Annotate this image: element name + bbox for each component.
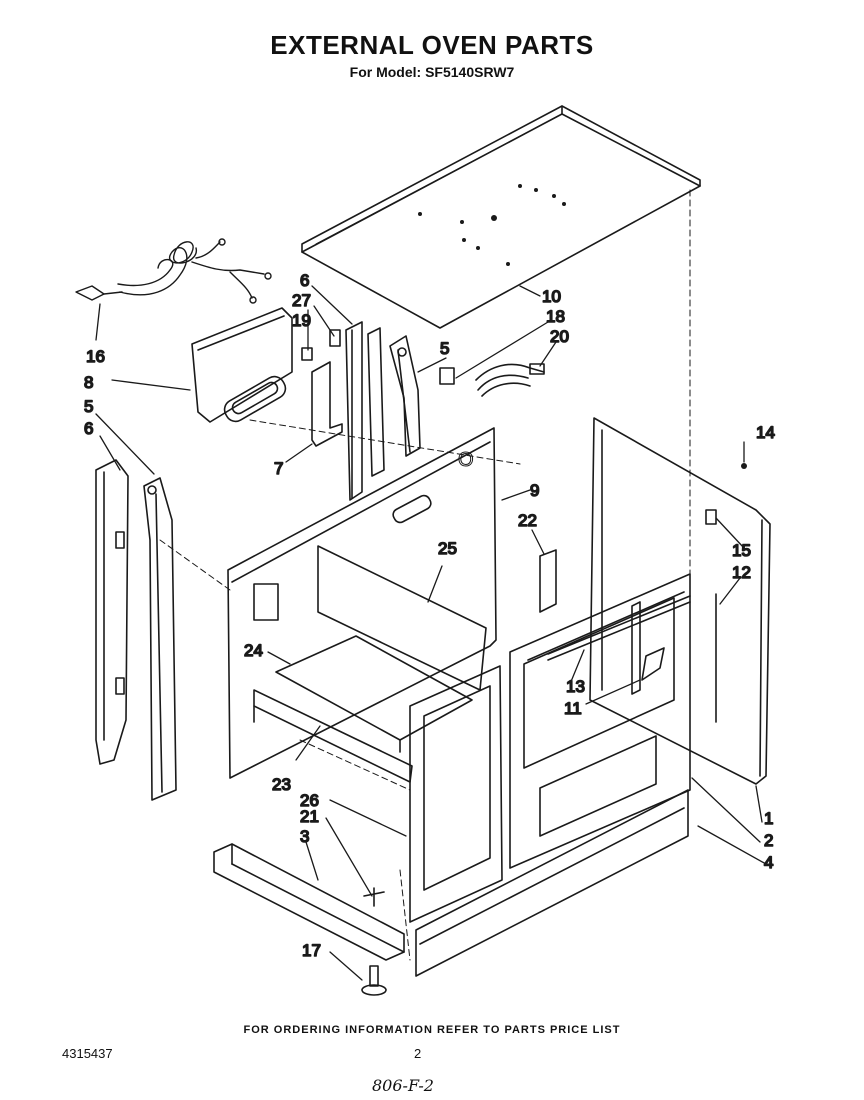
callout-10: 10 bbox=[542, 287, 561, 306]
leveling-rail bbox=[213, 843, 405, 996]
leader-lines bbox=[95, 285, 767, 981]
right-side-frame bbox=[589, 417, 771, 785]
power-cord bbox=[75, 238, 272, 304]
bottom-rail bbox=[415, 789, 689, 977]
rear-panel: O bbox=[227, 427, 497, 779]
model-number: For Model: SF5140SRW7 bbox=[349, 64, 515, 80]
top-panel bbox=[301, 105, 701, 329]
inner-frame bbox=[275, 545, 487, 753]
hidden-lines bbox=[159, 189, 691, 961]
callout-5-center: 5 bbox=[440, 339, 449, 358]
callout-9: 9 bbox=[530, 481, 539, 500]
callout-2: 2 bbox=[764, 831, 773, 850]
front-frame bbox=[409, 665, 503, 923]
callout-7: 7 bbox=[274, 459, 283, 478]
document-number: 4315437 bbox=[62, 1046, 113, 1061]
vent-duct bbox=[191, 307, 293, 423]
callout-16: 18 bbox=[546, 307, 565, 326]
wiring-harness bbox=[439, 363, 545, 397]
callout-27: 27 bbox=[292, 291, 311, 310]
callout-8: 8 bbox=[84, 373, 93, 392]
callout-20: 22 bbox=[518, 511, 537, 530]
callout-5-left: 5 bbox=[84, 397, 93, 416]
callout-6-left: 6 bbox=[84, 419, 93, 438]
ordering-note: FOR ORDERING INFORMATION REFER TO PARTS … bbox=[243, 1024, 621, 1036]
callout-18: 20 bbox=[550, 327, 569, 346]
inner-components bbox=[539, 549, 717, 723]
svg-text:O: O bbox=[458, 449, 474, 471]
callout-4: 4 bbox=[764, 853, 773, 872]
callout-23: 23 bbox=[272, 775, 291, 794]
callout-13: 12 bbox=[732, 563, 751, 582]
handwritten-code: 806-F-2 bbox=[372, 1076, 434, 1095]
callout-12: 11 bbox=[564, 699, 582, 718]
callout-6-center: 6 bbox=[300, 271, 309, 290]
callout-25: 25 bbox=[438, 539, 457, 558]
callout-17: 19 bbox=[292, 311, 311, 330]
callout-14: 13 bbox=[566, 677, 585, 696]
side-panel bbox=[509, 573, 691, 869]
callout-3: 3 bbox=[300, 827, 309, 846]
callout-11: 16 bbox=[86, 347, 105, 366]
callout-26: 26 bbox=[300, 791, 319, 810]
callout-1: 1 bbox=[764, 809, 773, 828]
center-side-rails bbox=[345, 321, 421, 501]
callout-22: 21 bbox=[300, 807, 319, 826]
bracket bbox=[301, 329, 343, 447]
callout-15: 14 bbox=[756, 423, 775, 442]
callout-24: 24 bbox=[244, 641, 263, 660]
page-number: 2 bbox=[414, 1046, 422, 1061]
callout-19: 15 bbox=[732, 541, 751, 560]
left-side-rails bbox=[95, 459, 177, 801]
callout-21: 17 bbox=[302, 941, 321, 960]
diagram-title: EXTERNAL OVEN PARTS bbox=[270, 30, 594, 60]
